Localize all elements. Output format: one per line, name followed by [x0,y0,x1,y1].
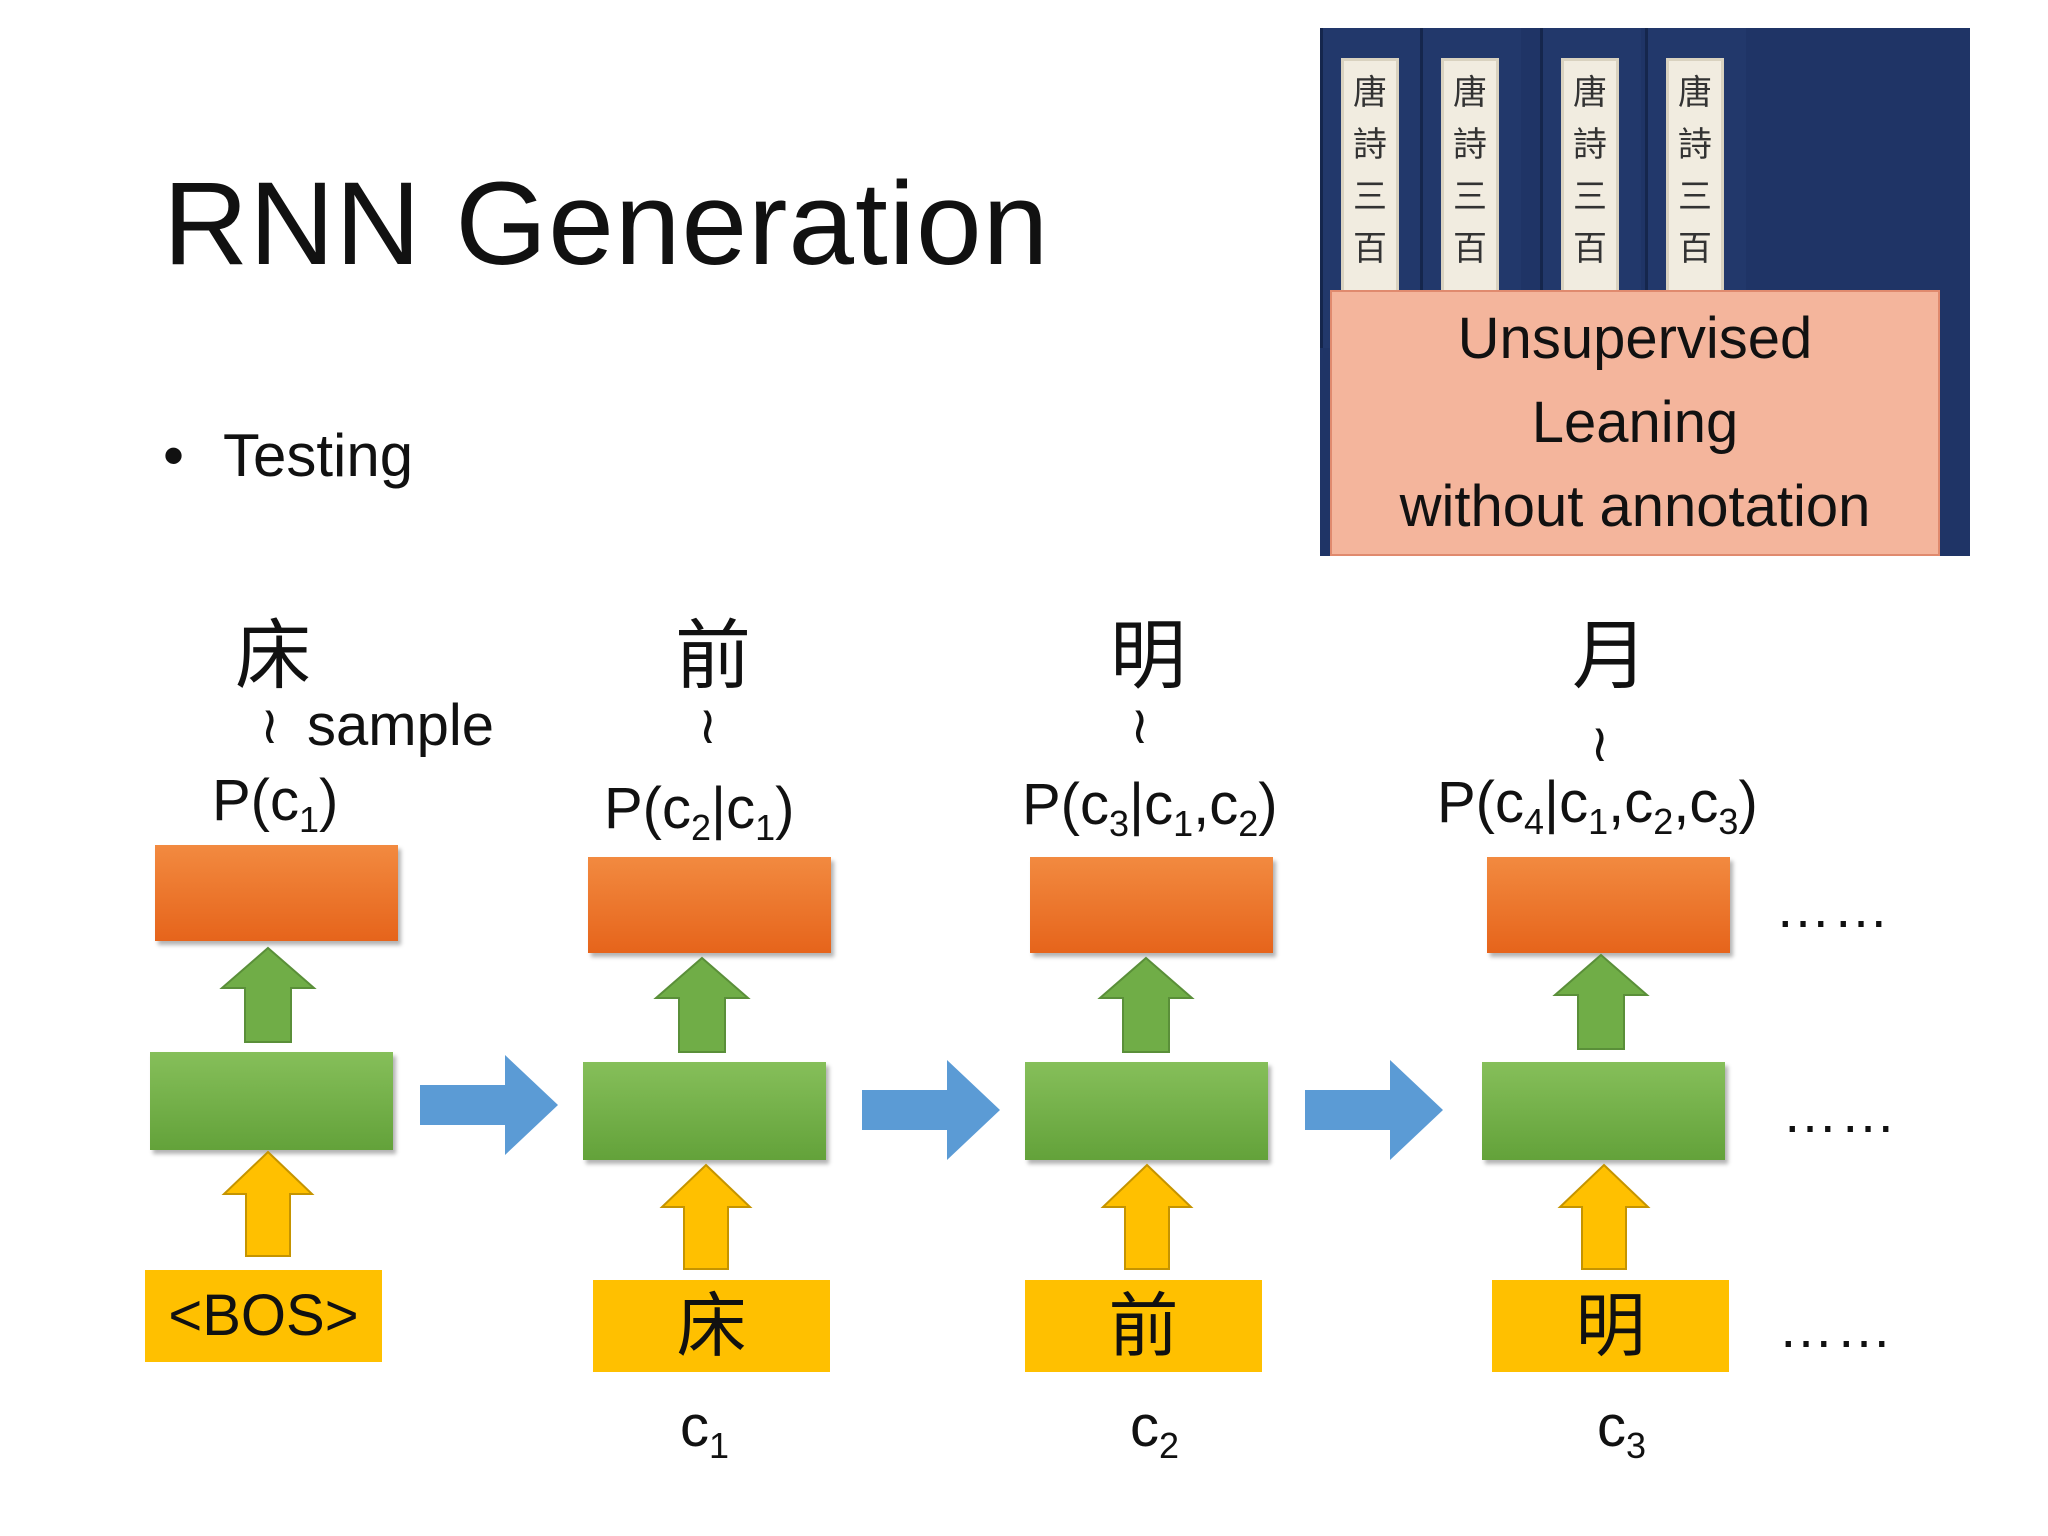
hidden-layer-1 [150,1052,393,1150]
recurrent-arrow-3 [1305,1060,1443,1160]
hidden-layer-2 [583,1062,826,1160]
book-label: 唐詩三百 [1561,58,1619,328]
bullet-dot-icon: • [163,422,185,489]
up-arrow-green-4 [1552,953,1650,1050]
prob-4: P(c4|c1,c2,c3) [1437,770,1758,842]
prob-2: P(c2|c1) [604,776,795,848]
input-box-3: 前 [1025,1280,1262,1372]
up-arrow-green-3 [1097,956,1195,1053]
tilde-2: ≀ [698,697,718,755]
book-label: 唐詩三百 [1441,58,1499,328]
output-layer-3 [1030,857,1273,953]
output-char-2: 前 [675,611,751,700]
ellipsis-hidden: …… [1782,1081,1898,1144]
ellipsis-input: …… [1778,1296,1894,1359]
hidden-layer-4 [1482,1062,1725,1160]
input-var-1: c1 [680,1394,730,1466]
up-arrow-yellow-3 [1100,1163,1194,1270]
input-var-3: c3 [1597,1394,1647,1466]
up-arrow-green-2 [653,956,751,1053]
input-box-2: 床 [593,1280,830,1372]
book-label: 唐詩三百 [1666,58,1724,328]
prob-3: P(c3|c1,c2) [1022,772,1278,844]
callout-line2: Leaning [1531,390,1739,455]
book-volume: 唐詩三百 [1320,28,1421,348]
input-box-4: 明 [1492,1280,1729,1372]
output-layer-2 [588,857,831,953]
callout-line1: Unsupervised [1457,306,1813,371]
sample-label: sample [307,693,494,758]
slide-title: RNN Generation [163,158,1050,290]
recurrent-arrow-2 [862,1060,1000,1160]
output-char-1: 床 [235,611,311,700]
prob-1: P(c1) [212,768,339,840]
up-arrow-yellow-1 [221,1150,315,1257]
ellipsis-output: …… [1775,876,1891,939]
up-arrow-yellow-4 [1557,1163,1651,1270]
book-label: 唐詩三百 [1341,58,1399,328]
output-char-4: 月 [1572,611,1648,700]
bullet-text: Testing [223,422,414,489]
unsupervised-callout: Unsupervised Leaning without annotation [1330,290,1940,556]
input-box-1: <BOS> [145,1270,382,1362]
output-layer-4 [1487,857,1730,953]
tilde-4: ≀ [1590,715,1610,773]
tilde-3: ≀ [1130,697,1150,755]
output-char-3: 明 [1110,611,1186,700]
output-layer-1 [155,845,398,941]
tilde-1: ≀ [260,697,280,755]
bullet-item: • Testing [163,420,413,492]
up-arrow-yellow-2 [659,1163,753,1270]
hidden-layer-3 [1025,1062,1268,1160]
recurrent-arrow-1 [420,1055,558,1155]
input-var-2: c2 [1130,1394,1180,1466]
up-arrow-green-1 [219,946,317,1043]
callout-line3: without annotation [1399,474,1871,539]
